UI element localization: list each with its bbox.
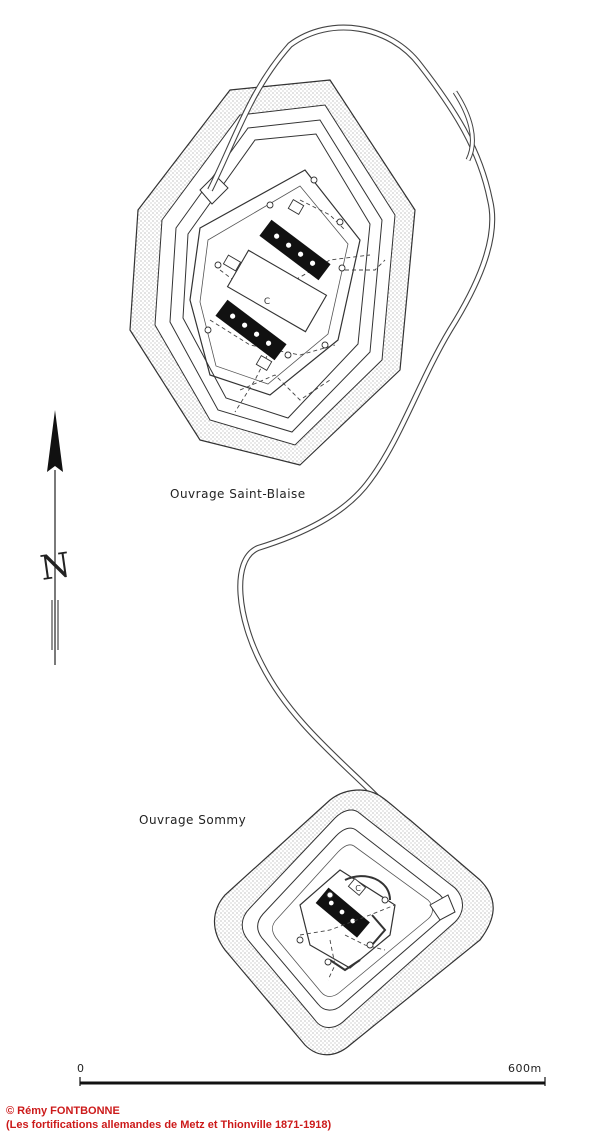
scale-label-start: 0 — [77, 1062, 85, 1075]
battery-north-b — [215, 299, 287, 361]
rampart-north — [169, 119, 383, 433]
casemate-c-north — [226, 249, 328, 333]
battery-north-a — [259, 219, 331, 281]
bunker-mark-south: C — [355, 884, 361, 893]
battery-south — [315, 887, 370, 938]
fort-saint-blaise: C — [129, 79, 416, 466]
access-road — [207, 24, 496, 882]
credit-line-1: © Rémy FONTBONNE — [6, 1105, 120, 1117]
north-letter: N — [38, 545, 73, 589]
fort-label-sommy: Ouvrage Sommy — [139, 813, 247, 827]
fort-label-saint-blaise: Ouvrage Saint-Blaise — [170, 487, 306, 501]
scale-bar — [79, 1077, 546, 1086]
fort-sommy: C — [213, 789, 494, 1056]
north-arrow-head — [47, 410, 63, 472]
scale-label-end: 600m — [508, 1062, 542, 1075]
bunker-mark-north: C — [264, 297, 270, 307]
credit-line-2: (Les fortifications allemandes de Metz e… — [6, 1119, 332, 1131]
north-arrow: N — [38, 410, 73, 665]
inner-enceinte-south — [299, 869, 396, 969]
